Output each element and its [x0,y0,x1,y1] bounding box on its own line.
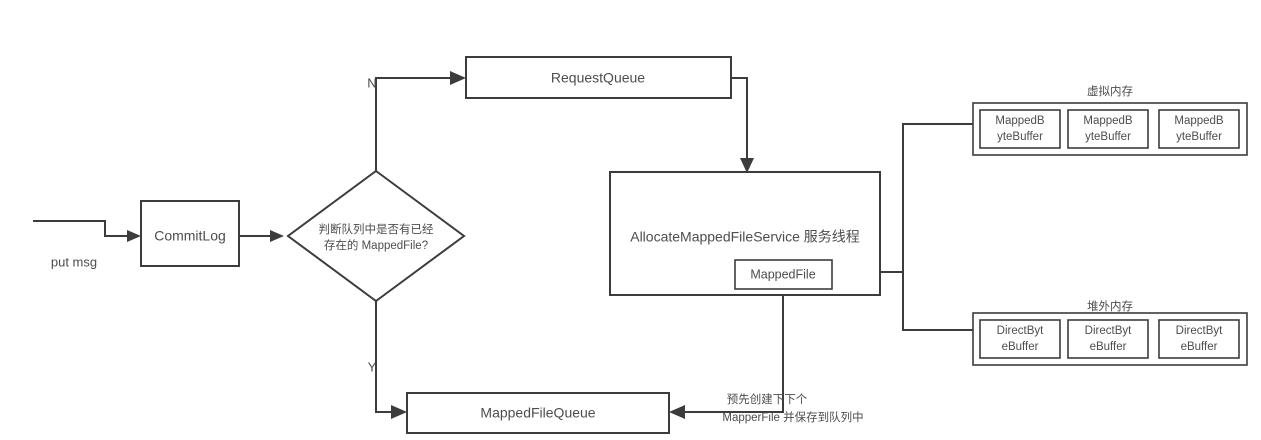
arrowhead-requestqueue-service [740,158,754,173]
annotation-precreate-line1: 预先创建下下个 [727,392,808,406]
buffer-mappedbytebuffer-1[interactable] [979,109,1061,149]
node-decision-existing-mappedfile[interactable] [286,169,466,303]
edge-label-no-branch: N [367,75,376,90]
node-request-queue-label: RequestQueue [551,70,645,86]
node-mapped-file-queue-label: MappedFileQueue [480,405,595,421]
memory-group-offheap-caption: 堆外内存 [1087,299,1133,313]
node-request-queue[interactable] [465,56,732,99]
node-mapped-file-queue[interactable] [406,392,670,434]
buffer-directbytebuffer-1-line1: DirectByt [997,325,1044,337]
node-allocate-mapped-file-service-label: AllocateMappedFileService 服务线程 [630,229,860,245]
edge-requestqueue-to-service [731,77,748,160]
node-decision-label-line1: 判断队列中是否有已经 [319,222,434,236]
node-mapped-file-label: MappedFile [750,267,815,281]
buffer-directbytebuffer-3-line1: DirectByt [1176,325,1223,337]
buffer-mappedbytebuffer-2-line2: yteBuffer [1085,131,1131,143]
node-commit-log[interactable] [140,200,240,267]
buffer-directbytebuffer-2[interactable] [1067,319,1149,359]
buffer-directbytebuffer-1-line2: eBuffer [1002,341,1039,353]
edge-mappedfile-to-queue [685,289,784,413]
edge-label-put-msg: put msg [51,254,97,269]
buffer-directbytebuffer-3[interactable] [1158,319,1240,359]
buffer-directbytebuffer-2-line1: DirectByt [1085,325,1132,337]
node-mapped-file[interactable] [734,259,833,290]
buffer-mappedbytebuffer-3-line1: MappedB [1174,115,1224,127]
memory-group-virtual-caption: 虚拟内存 [1087,84,1133,98]
edge-put-msg [33,220,130,237]
buffer-mappedbytebuffer-3-line2: yteBuffer [1176,131,1222,143]
arrowhead-mappedfile-queue [669,405,685,419]
arrowhead-commitlog-decision [270,230,284,242]
edge-no-branch [375,77,452,171]
annotation-precreate-line2: MapperFile 并保存到队列中 [722,410,863,424]
edge-memory-bracket [902,123,973,331]
node-decision-label-line2: 存在的 MappedFile? [324,238,428,252]
buffer-directbytebuffer-3-line2: eBuffer [1181,341,1218,353]
buffer-mappedbytebuffer-1-line2: yteBuffer [997,131,1043,143]
buffer-mappedbytebuffer-1-line1: MappedB [995,115,1045,127]
node-commit-log-label: CommitLog [154,228,226,244]
edge-label-yes-branch: Y [368,359,377,374]
arrowhead-put-msg [127,230,141,242]
arrowhead-no-branch [450,71,466,85]
arrowhead-yes-branch [391,405,407,419]
edge-yes-branch [375,301,393,413]
buffer-directbytebuffer-1[interactable] [979,319,1061,359]
buffer-mappedbytebuffer-2-line1: MappedB [1083,115,1133,127]
buffer-mappedbytebuffer-3[interactable] [1158,109,1240,149]
buffer-directbytebuffer-2-line2: eBuffer [1090,341,1127,353]
buffer-mappedbytebuffer-2[interactable] [1067,109,1149,149]
